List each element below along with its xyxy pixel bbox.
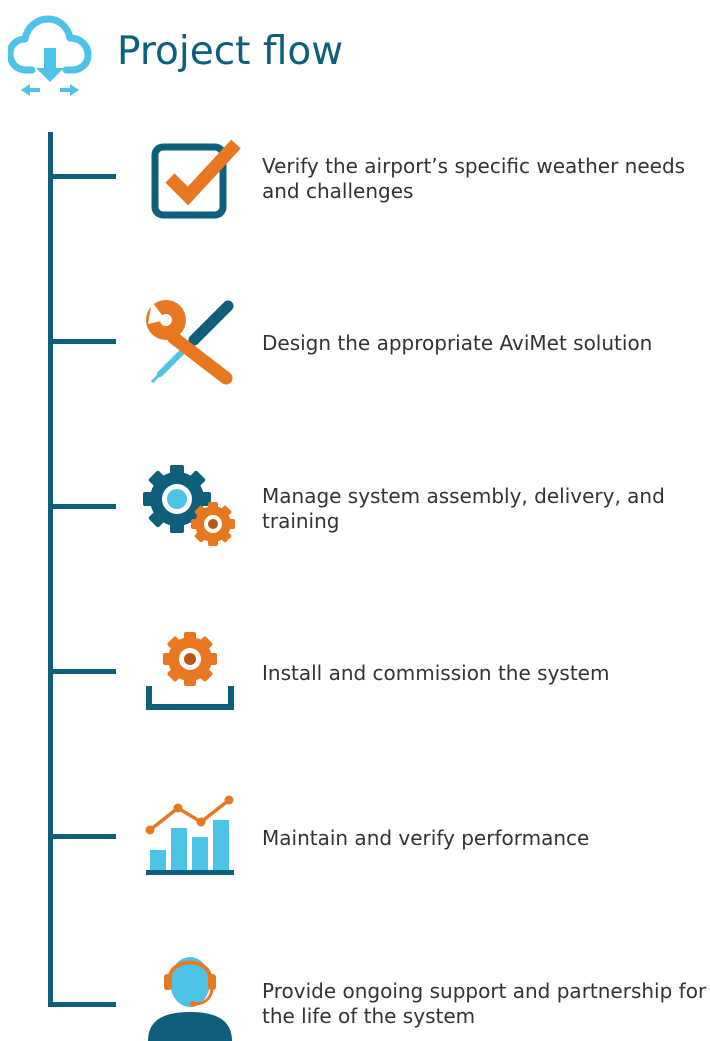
- timeline-tick: [48, 669, 116, 674]
- timeline-spine: [48, 132, 53, 1007]
- timeline-tick: [48, 834, 116, 839]
- install-gear-icon: [146, 632, 234, 710]
- step-text: Design the appropriate AviMet solution: [262, 331, 653, 355]
- cloud-download-icon: [8, 15, 92, 96]
- gears-icon: [143, 465, 235, 546]
- timeline-tick: [48, 174, 116, 179]
- step-text: Install and commission the system: [262, 661, 610, 685]
- step-text: Provide ongoing support and partnership …: [262, 979, 707, 1028]
- wrench-screwdriver-icon: [146, 300, 234, 385]
- step-text: Manage system assembly, delivery, and tr…: [262, 484, 665, 533]
- checkbox-icon: [151, 139, 241, 219]
- step-text: Maintain and verify performance: [262, 826, 590, 850]
- timeline-tick: [48, 339, 116, 344]
- timeline-tick: [48, 504, 116, 509]
- timeline-tick: [48, 1002, 116, 1007]
- step-text: Verify the airport’s specific weather ne…: [262, 154, 686, 203]
- page-title: Project flow: [117, 29, 344, 74]
- support-headset-icon: [148, 957, 232, 1041]
- chart-icon: [145, 795, 234, 875]
